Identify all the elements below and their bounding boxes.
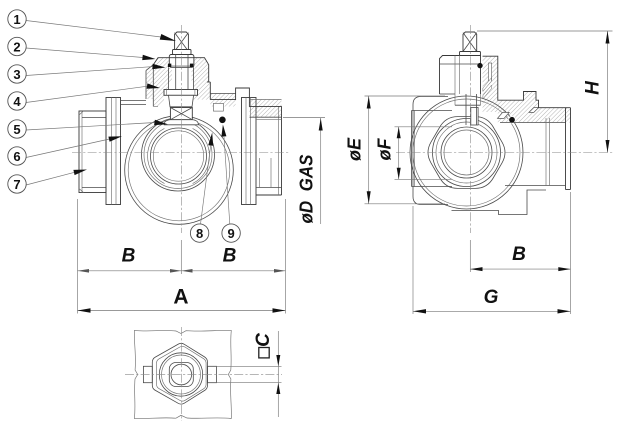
svg-text:B: B	[512, 244, 526, 265]
svg-text:4: 4	[13, 94, 21, 109]
svg-text:G: G	[484, 287, 499, 308]
svg-text:B: B	[223, 246, 237, 267]
svg-text:øD GAS: øD GAS	[297, 155, 317, 224]
svg-text:A: A	[173, 286, 188, 309]
svg-text:B: B	[122, 246, 136, 267]
svg-text:5: 5	[13, 122, 20, 137]
svg-text:3: 3	[13, 67, 20, 82]
svg-text:8: 8	[196, 226, 203, 241]
svg-text:7: 7	[13, 177, 20, 192]
svg-text:øF: øF	[375, 138, 395, 161]
svg-text:C: C	[253, 333, 274, 347]
svg-text:2: 2	[13, 40, 20, 55]
svg-text:9: 9	[227, 226, 234, 241]
svg-text:6: 6	[13, 149, 20, 164]
svg-text:H: H	[583, 80, 604, 95]
svg-text:1: 1	[13, 12, 20, 27]
svg-text:øE: øE	[345, 137, 365, 161]
